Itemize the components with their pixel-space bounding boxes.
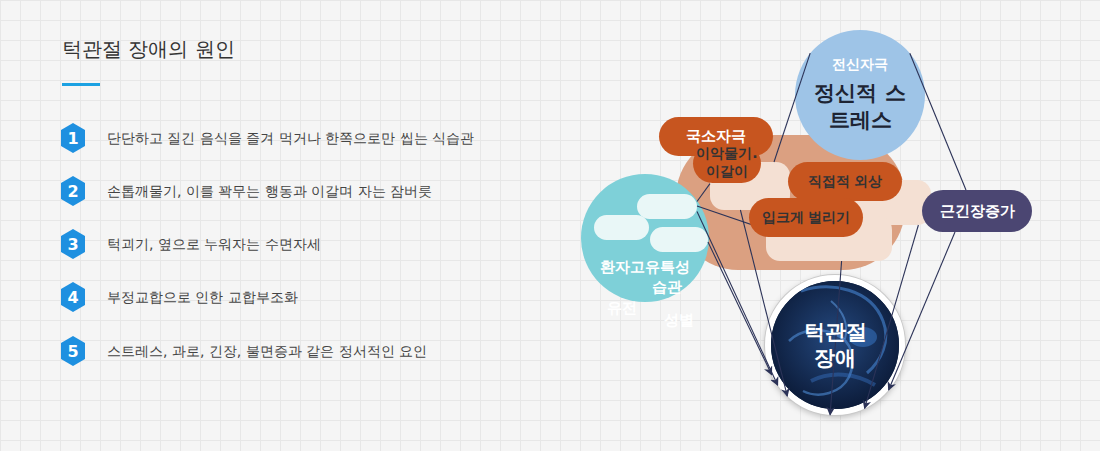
node-label: 직접적 외상 <box>788 162 902 201</box>
cause-text: 손톱깨물기, 이를 꽉무는 행동과 이갈며 자는 잠버릇 <box>107 176 432 206</box>
callout-hexagon: 1단단하고 질긴 음식을 즐겨 먹거나 한쪽으로만 씹는 식습관 <box>61 123 85 153</box>
node-label: 전신자극 <box>832 56 888 74</box>
callout-hexagon: 3턱괴기, 옆으로 누워자는 수면자세 <box>61 229 85 259</box>
connector-line <box>865 225 919 408</box>
connector-line <box>697 212 778 386</box>
connector-line <box>697 206 766 230</box>
callout-number: 3 <box>67 235 78 254</box>
cause-text: 턱괴기, 옆으로 누워자는 수면자세 <box>107 229 321 259</box>
callout-number: 1 <box>67 129 78 148</box>
node-label: 근긴장증가 <box>940 202 1015 221</box>
connector-line <box>697 184 710 202</box>
cause-text: 부정교합으로 인한 교합부조화 <box>107 282 298 312</box>
callout-hexagon: 5스트레스, 과로, 긴장, 불면증과 같은 정서적인 요인 <box>61 336 85 366</box>
callout-hexagon: 4부정교합으로 인한 교합부조화 <box>61 282 85 312</box>
callout-number: 5 <box>67 342 78 361</box>
trait-pill: 성별 <box>650 227 708 252</box>
systemic-circle: 전신자극정신적 스트레스 <box>795 30 925 160</box>
node-label: 성별 <box>650 311 708 330</box>
connector-line <box>774 53 810 162</box>
node-label: 턱관절 장애 <box>799 319 871 372</box>
cause-text: 스트레스, 과로, 긴장, 불면증과 같은 정서적인 요인 <box>107 336 427 366</box>
patient-circle: 환자고유특성습관유전성별 <box>581 174 709 302</box>
callout-number: 4 <box>67 288 78 307</box>
trait-pill: 유전 <box>594 215 649 240</box>
tmj-circle: 턱관절 장애 <box>765 275 905 415</box>
node-label: 입크게 벌리기 <box>749 198 863 237</box>
cause-text: 단단하고 질긴 음식을 즐겨 먹거나 한쪽으로만 씹는 식습관 <box>107 123 474 153</box>
node-label: 습관 <box>637 278 697 297</box>
connector-line <box>889 232 955 390</box>
trait-pill: 습관 <box>637 194 697 219</box>
title-underline <box>62 83 100 86</box>
node-label: 유전 <box>594 299 649 318</box>
node-label: 환자고유특성 <box>581 258 709 277</box>
callout-number: 2 <box>67 182 78 201</box>
connector-line <box>830 261 842 415</box>
factor-pill: 입크게 벌리기 <box>766 216 892 261</box>
node-label: 정신적 스트레스 <box>813 80 908 135</box>
connector-line <box>708 242 772 375</box>
node-label: 이악물기. 이갈이 <box>693 144 761 183</box>
diagram-title: 턱관절 장애의 원인 <box>62 36 235 63</box>
connector-line <box>910 53 966 190</box>
muscle-pill: 근긴장증가 <box>922 190 1032 232</box>
callout-hexagon: 2손톱깨물기, 이를 꽉무는 행동과 이갈며 자는 잠버릇 <box>61 176 85 206</box>
connector-line <box>740 210 787 396</box>
